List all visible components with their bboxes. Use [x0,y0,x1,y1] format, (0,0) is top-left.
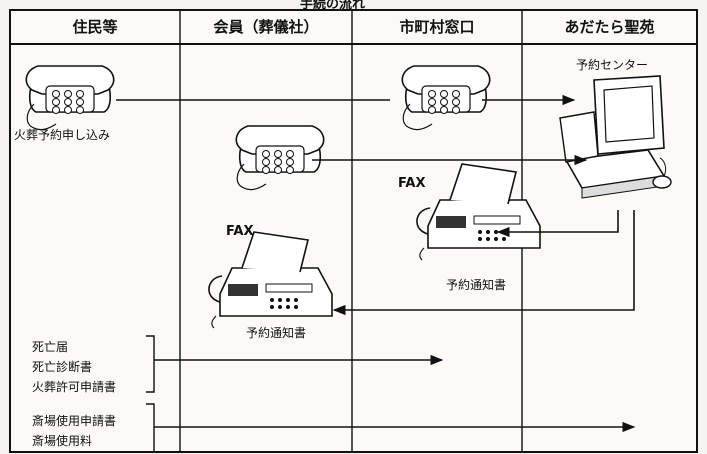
reservation-center-label: 予約センター [576,58,649,72]
reservation-notice-label: 予約通知書 [246,326,307,340]
column-header-residents: 住民等 [72,18,118,36]
diagram-frame [9,9,698,453]
fax-label: FAX [226,224,254,239]
diagram-title: 手続の流れ [300,0,366,12]
column-header-crematorium: あだたら聖苑 [564,18,655,36]
fax-label: FAX [398,176,426,191]
reservation-notice-label: 予約通知書 [446,278,507,292]
column-header-members: 会員（葬儀社） [213,18,319,36]
arrow-fax-to-member [496,210,619,238]
bracket-group-1 [146,335,155,393]
computer-icon [559,75,672,199]
cremation-request-label: 火葬予約申し込み [14,128,111,142]
document-item: 死亡届 [32,340,69,354]
arrow-fax-to-resident [332,210,635,316]
document-item: 火葬許可申請書 [32,380,117,394]
column-header-city-office: 市町村窓口 [399,18,475,36]
document-item: 斎場使用料 [32,434,93,448]
document-item: 斎場使用申請書 [32,414,117,428]
document-item: 死亡診断書 [32,360,93,374]
bracket-group-2 [146,403,155,452]
